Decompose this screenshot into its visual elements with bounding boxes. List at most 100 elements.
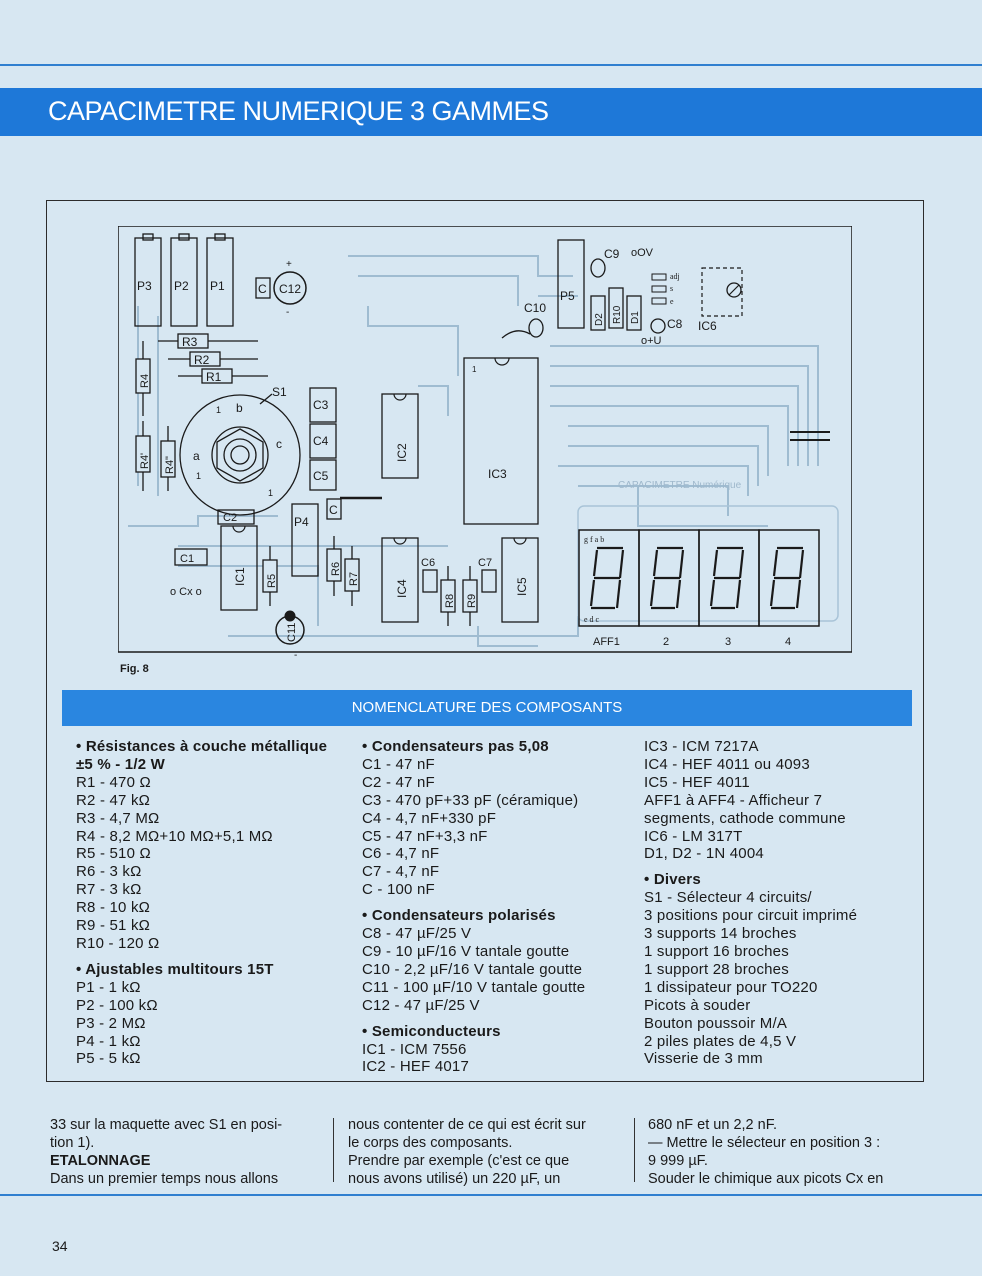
text-line: Souder le chimique aux picots Cx en [648, 1171, 884, 1187]
component-entry: P2 - 100 kΩ [76, 996, 158, 1014]
section-heading: ETALONNAGE [50, 1153, 151, 1169]
component-entry: R6 - 3 kΩ [76, 863, 142, 881]
section-heading: • Résistances à couche métallique [76, 738, 328, 755]
s-label: s [670, 284, 673, 293]
aff3-label: 3 [725, 636, 731, 648]
r3-label: R3 [182, 335, 198, 349]
title-band: CAPACIMETRE NUMERIQUE 3 GAMMES [0, 88, 982, 136]
c-small-label: C [329, 503, 338, 517]
ic2-label: IC2 [395, 443, 409, 462]
p1-label: P1 [210, 279, 225, 293]
plus-u-label: o+U [641, 335, 662, 347]
spacer [362, 1015, 585, 1023]
component-entry: R4 - 8,2 MΩ+10 MΩ+5,1 MΩ [76, 827, 273, 845]
component-entry: AFF1 à AFF4 - Afficheur 7 [644, 791, 823, 809]
spacer [362, 899, 585, 907]
e-label: e [670, 297, 674, 306]
component-entry: IC6 - LM 317T [644, 827, 743, 845]
aff-pins-bottom: e d c [584, 615, 600, 624]
pcb-layout-diagram: CAPACIMETRE Numérique P3 P2 P1 C C12 + -… [118, 226, 852, 658]
component-entry: R10 - 120 Ω [76, 934, 160, 952]
text-line: nous avons utilisé) un 220 µF, un [348, 1171, 561, 1187]
component-entry: C10 - 2,2 µF/16 V tantale goutte [362, 960, 583, 978]
component-entry: IC3 - ICM 7217A [644, 738, 759, 755]
text-line: 680 nF et un 2,2 nF. [648, 1117, 777, 1133]
c12-minus: - [286, 307, 289, 318]
component-entry: 3 supports 14 broches [644, 925, 797, 943]
component-entry: P1 - 1 kΩ [76, 978, 141, 996]
s1-pin-a: a [193, 449, 200, 463]
component-entry: Picots à souder [644, 996, 751, 1014]
r10-label: R10 [612, 305, 623, 324]
component-entry: segments, cathode commune [644, 809, 846, 827]
display-4-segment [795, 579, 802, 609]
component-entry: R3 - 4,7 MΩ [76, 809, 160, 827]
r1-label: R1 [206, 370, 222, 384]
component-entry: 3 positions pour circuit imprimé [644, 907, 858, 925]
component-entry: 1 support 28 broches [644, 960, 789, 978]
text-line: tion 1). [50, 1135, 95, 1151]
aff2-label: 2 [663, 636, 669, 648]
r5-label: R5 [266, 574, 278, 588]
c12-label: C12 [279, 282, 301, 296]
r2-label: R2 [194, 353, 210, 367]
c10-label: C10 [524, 301, 546, 315]
component-entry: C11 - 100 µF/10 V tantale goutte [362, 978, 586, 996]
section-heading: • Semiconducteurs [362, 1022, 501, 1040]
aff4-label: 4 [785, 636, 791, 648]
component-entry: R5 - 510 Ω [76, 845, 151, 863]
p2-label: P2 [174, 279, 189, 293]
s1-label: S1 [272, 385, 287, 399]
component-entry: C7 - 4,7 nF [362, 863, 440, 881]
component-entry: R8 - 10 kΩ [76, 899, 151, 917]
s1-pin-c: c [276, 437, 282, 451]
body-text-col-3: 680 nF et un 2,2 nF.— Mettre le sélecteu… [648, 1116, 883, 1188]
bottom-rule [0, 1194, 982, 1196]
component-entry: R2 - 47 kΩ [76, 791, 151, 809]
r8-label: R8 [444, 594, 456, 608]
text-line: le corps des composants. [348, 1135, 513, 1151]
display-2-segment [649, 579, 656, 607]
display-3-segment [735, 579, 742, 609]
component-entry: C6 - 4,7 nF [362, 845, 440, 863]
display-2-segment [678, 549, 685, 579]
figure-frame [46, 200, 924, 1082]
section-heading: • Divers [644, 871, 701, 889]
component-entry: C4 - 4,7 nF+330 pF [362, 809, 497, 827]
display-4-segment [798, 549, 805, 579]
component-entry: R9 - 51 kΩ [76, 917, 151, 935]
c3-label: C3 [313, 398, 329, 412]
r4c-label: R4" [164, 456, 176, 474]
body-text-col-1: 33 sur la maquette avec S1 en posi-tion … [50, 1116, 282, 1188]
adj-label: adj [670, 272, 680, 281]
figure-label: Fig. 8 [120, 663, 149, 675]
c5-label: C5 [313, 469, 329, 483]
display-3-segment [712, 549, 719, 577]
component-entry: IC5 - HEF 4011 [644, 773, 750, 791]
s1-pin-1b: 1 [196, 471, 201, 481]
ic6-label: IC6 [698, 319, 717, 333]
component-entry: S1 - Sélecteur 4 circuits/ [644, 889, 812, 907]
p3-label: P3 [137, 279, 152, 293]
d2-label: D2 [594, 313, 605, 326]
component-entry: IC2 - HEF 4017 [362, 1058, 470, 1076]
section-heading: • Ajustables multitours 15T [76, 960, 274, 978]
c9-label: C9 [604, 247, 620, 261]
column-divider [333, 1118, 334, 1182]
display-1-segment [589, 579, 596, 607]
r9-label: R9 [466, 594, 478, 608]
ic1-label: IC1 [233, 567, 247, 586]
ic3-pin1: 1 [472, 365, 477, 374]
component-entry: P4 - 1 kΩ [76, 1032, 141, 1050]
component-entry: R1 - 470 Ω [76, 773, 151, 791]
c2-cap-label: C2 [223, 512, 237, 524]
r4a-label: R4 [139, 374, 151, 388]
section-heading: • Condensateurs polarisés [362, 907, 556, 925]
aff-pins-top: g f a b [584, 535, 604, 544]
c12-plus: + [286, 259, 292, 270]
component-entry: IC1 - ICM 7556 [362, 1040, 467, 1058]
s1-pin-b: b [236, 401, 243, 415]
